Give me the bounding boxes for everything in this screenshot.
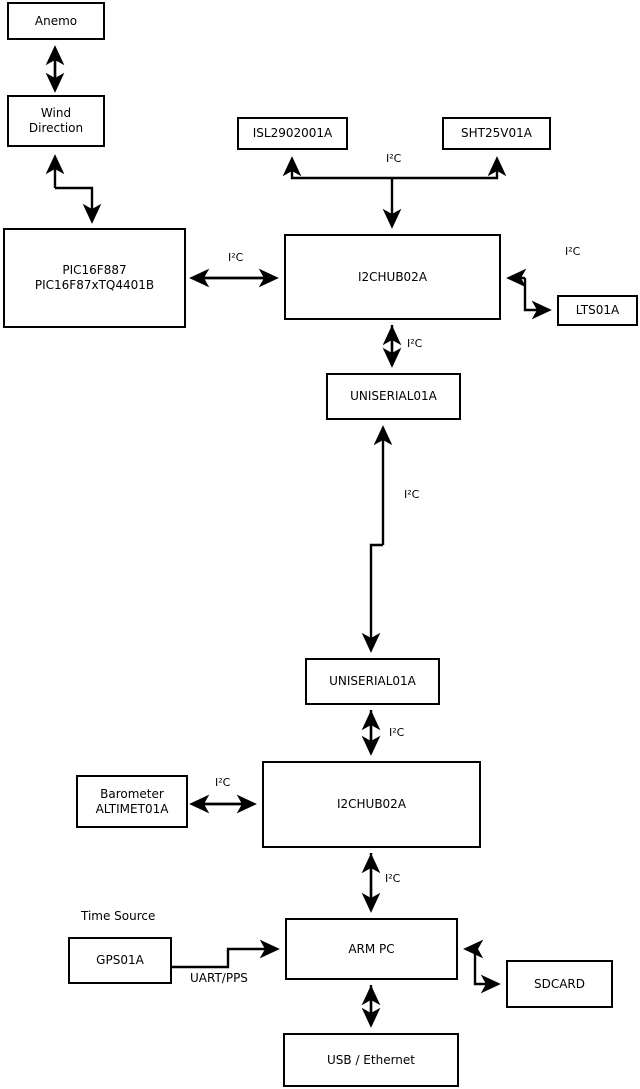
node-arm-pc-label: ARM PC: [348, 941, 395, 956]
edge-label-i2c-hub-lts: I²C: [565, 245, 581, 258]
edge-gps-armpc: [172, 939, 280, 969]
node-lts01a[interactable]: LTS01A: [557, 295, 638, 326]
node-isl2902001a-label: ISL2902001A: [252, 126, 333, 140]
node-barometer-altimet01a[interactable]: Barometer ALTIMET01A: [76, 775, 188, 828]
node-i2chub02a-bottom[interactable]: I2CHUB02A: [262, 761, 481, 848]
node-sdcard-label: SDCARD: [533, 976, 586, 991]
edge-label-i2c-barometer-hub2: I²C: [215, 776, 231, 789]
node-pic-mcu[interactable]: PIC16F887 PIC16F87xTQ4401B: [3, 228, 186, 328]
node-i2chub02a-top[interactable]: I2CHUB02A: [284, 234, 501, 320]
node-uniserial01a-top[interactable]: UNISERIAL01A: [326, 373, 461, 420]
node-sht25v01a[interactable]: SHT25V01A: [442, 117, 551, 150]
edge-label-i2c-pic-hub: I²C: [228, 251, 244, 264]
edge-uniserial-link-down: [361, 543, 383, 653]
node-i2chub02a-top-label: I2CHUB02A: [357, 269, 428, 284]
node-usb-ethernet-label: USB / Ethernet: [327, 1052, 415, 1067]
node-arm-pc[interactable]: ARM PC: [285, 918, 458, 980]
node-barometer-altimet01a-label: Barometer ALTIMET01A: [95, 786, 169, 816]
edge-hub-bus-sht: [392, 156, 507, 180]
edge-label-i2c-hub-uniserial: I²C: [407, 337, 423, 350]
edge-hub-lts-out: [523, 278, 552, 320]
edge-label-i2c-hub2-armpc: I²C: [385, 872, 401, 885]
node-uniserial01a-top-label: UNISERIAL01A: [350, 389, 437, 403]
edge-wind-pic-down: [55, 186, 102, 224]
node-i2chub02a-bottom-label: I2CHUB02A: [336, 797, 407, 811]
node-uniserial01a-bottom-label: UNISERIAL01A: [329, 674, 416, 688]
edge-armpc-sdcard-out: [473, 949, 501, 994]
edge-label-uart-pps: UART/PPS: [190, 971, 248, 985]
edge-label-i2c-uniserial-hub2: I²C: [389, 726, 405, 739]
node-wind-direction[interactable]: Wind Direction: [7, 95, 105, 147]
node-pic-mcu-label: PIC16F887 PIC16F87xTQ4401B: [34, 263, 155, 292]
node-gps01a[interactable]: GPS01A: [68, 937, 172, 984]
node-gps01a-label: GPS01A: [96, 953, 144, 967]
node-wind-direction-label: Wind Direction: [28, 106, 84, 135]
node-uniserial01a-bottom[interactable]: UNISERIAL01A: [305, 658, 440, 705]
node-anemo-label: Anemo: [34, 13, 78, 28]
node-usb-ethernet[interactable]: USB / Ethernet: [283, 1033, 459, 1087]
node-isl2902001a[interactable]: ISL2902001A: [237, 117, 348, 150]
label-time-source: Time Source: [81, 909, 156, 923]
node-sdcard[interactable]: SDCARD: [506, 960, 613, 1008]
node-anemo[interactable]: Anemo: [7, 2, 105, 40]
node-sht25v01a-label: SHT25V01A: [461, 126, 532, 140]
edge-hub-bus-isl: [282, 156, 392, 180]
edge-label-i2c-hub-sensors: I²C: [386, 152, 402, 165]
edge-label-i2c-uniserial-link: I²C: [404, 488, 420, 501]
node-lts01a-label: LTS01A: [575, 303, 620, 317]
